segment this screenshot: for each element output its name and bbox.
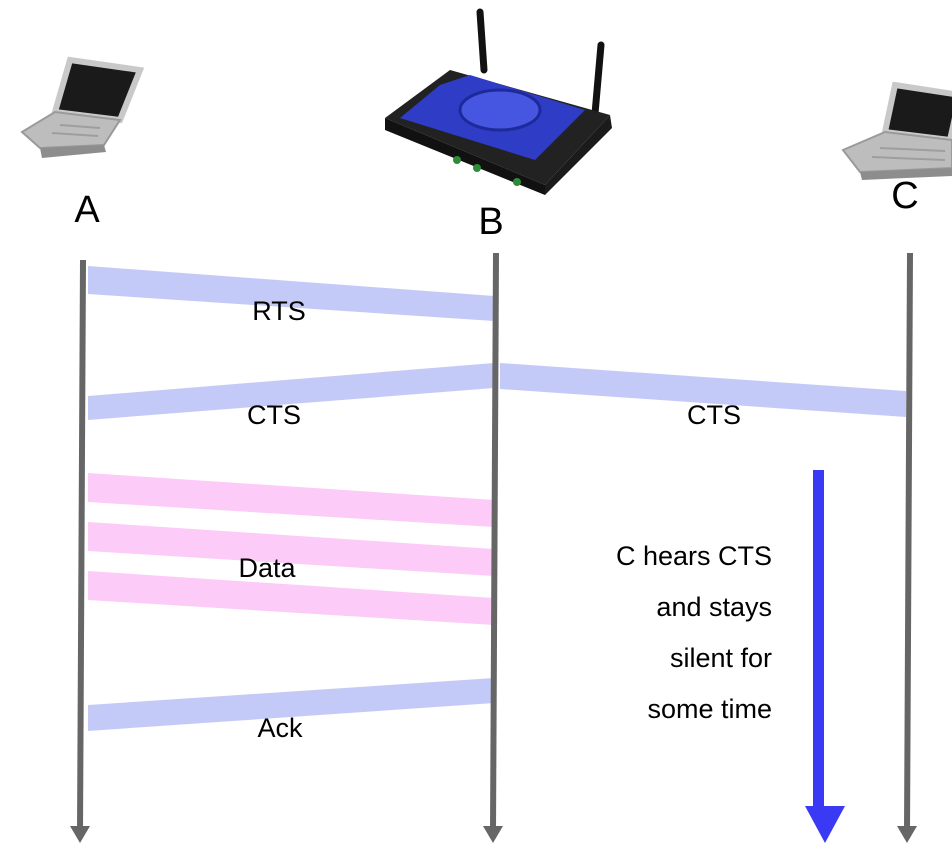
node-c-label: C	[891, 175, 918, 217]
note-line-3: silent for	[670, 643, 772, 673]
data-label: Data	[238, 553, 296, 583]
note-line-2: and stays	[656, 592, 772, 622]
node-b-label: B	[478, 201, 503, 243]
timeline-b	[483, 252, 503, 843]
data-band-2	[88, 522, 494, 576]
data-band-3	[88, 571, 494, 625]
ack-label: Ack	[257, 713, 303, 743]
silence-arrow	[805, 470, 845, 843]
rts-band	[88, 266, 494, 321]
cts-label-a: CTS	[247, 400, 301, 430]
note-line-1: C hears CTS	[616, 541, 772, 571]
data-band-1	[88, 473, 494, 527]
laptop-a-icon	[20, 56, 145, 158]
note-line-4: some time	[647, 694, 772, 724]
router-b-icon	[385, 8, 612, 195]
cts-label-c: CTS	[687, 400, 741, 430]
ack-band	[88, 678, 494, 731]
timeline-c	[897, 252, 917, 843]
silence-note: C hears CTS and stays silent for some ti…	[616, 541, 772, 724]
node-a-label: A	[74, 189, 100, 231]
cts-band-to-a	[88, 363, 494, 420]
laptop-c-icon	[841, 81, 952, 180]
rts-label: RTS	[252, 296, 306, 326]
timeline-a	[70, 259, 90, 843]
cts-band-to-c	[500, 363, 906, 417]
